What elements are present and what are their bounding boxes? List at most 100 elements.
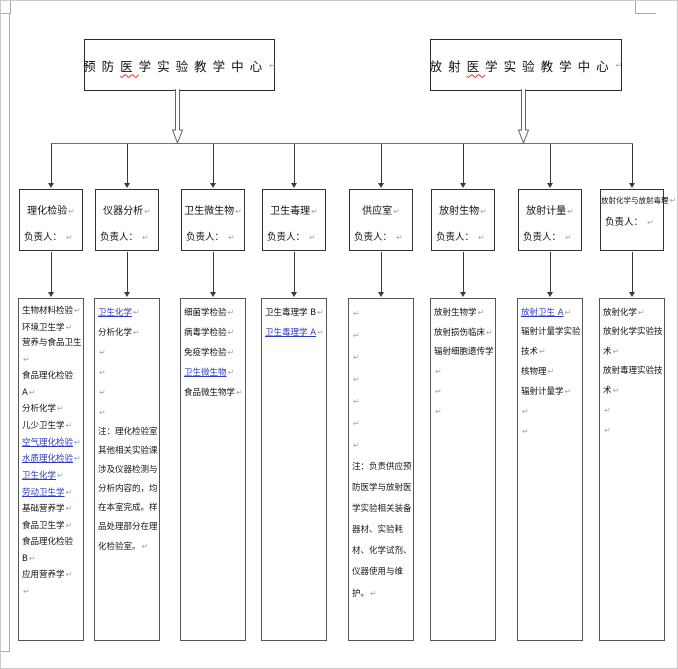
down-arrow-to-courses bbox=[290, 252, 299, 297]
course-lines: 生物材料检验↵环境卫生学↵营养与食品卫生↵食品理化检验 A↵分析化学↵儿少卫生学… bbox=[22, 303, 82, 601]
course-item: 食品微生物学↵ bbox=[184, 383, 244, 403]
course-label: 食品卫生学 bbox=[22, 521, 65, 532]
hollow-arrow-radiation bbox=[517, 89, 530, 144]
course-lines: 放射生物学↵放射损伤临床↵辐射细胞遗传学↵↵↵ bbox=[434, 303, 494, 422]
course-label: 食品理化检验 A bbox=[22, 370, 74, 398]
paragraph-mark: ↵ bbox=[317, 328, 324, 337]
course-item: 儿少卫生学↵ bbox=[22, 418, 82, 435]
page-boundary-mark-bottom-left-h bbox=[1, 651, 10, 652]
course-hyperlink[interactable]: 卫生微生物 bbox=[184, 368, 227, 378]
empty-line: ↵ bbox=[352, 435, 412, 457]
empty-line: ↵ bbox=[352, 413, 412, 435]
arrow-head-icon bbox=[378, 292, 384, 297]
arrow-head-icon bbox=[48, 183, 54, 188]
paragraph-mark: ↵ bbox=[227, 308, 235, 317]
course-label: 基础营养学 bbox=[22, 504, 65, 515]
paragraph-mark: ↵ bbox=[141, 542, 149, 551]
course-hyperlink[interactable]: 空气理化检验 bbox=[22, 437, 74, 448]
down-arrow-to-courses bbox=[377, 252, 386, 297]
paragraph-mark: ↵ bbox=[435, 387, 442, 396]
arrow-head-icon bbox=[629, 292, 635, 297]
paragraph-mark: ↵ bbox=[353, 375, 360, 384]
department-box: 理化检验↵ 负责人： ↵ bbox=[19, 189, 83, 251]
arrow-head-icon bbox=[291, 183, 297, 188]
course-item[interactable]: 卫生化学↵ bbox=[22, 468, 82, 485]
paragraph-mark: ↵ bbox=[604, 426, 611, 435]
paragraph-mark: ↵ bbox=[57, 471, 64, 481]
course-item[interactable]: 卫生毒理学 A↵ bbox=[265, 323, 325, 343]
arrow-shaft bbox=[463, 252, 464, 293]
paragraph-mark: ↵ bbox=[65, 322, 73, 332]
paragraph-mark: ↵ bbox=[353, 419, 360, 428]
course-lines: ↵↵↵↵↵↵↵注：负责供应预防医学与放射医学实验相关装备器材、实验耗材、化学试剂… bbox=[352, 303, 412, 605]
arrow-shaft bbox=[127, 252, 128, 293]
paragraph-mark: ↵ bbox=[669, 196, 677, 205]
department-title: 理化检验↵ bbox=[27, 206, 75, 217]
down-arrow-to-courses bbox=[628, 252, 637, 297]
down-arrow-to-department bbox=[290, 144, 299, 188]
down-arrow-to-courses bbox=[47, 252, 56, 297]
course-hyperlink[interactable]: 卫生化学 bbox=[22, 471, 57, 482]
course-label: 病毒学检验 bbox=[184, 328, 227, 338]
paragraph-mark: ↵ bbox=[66, 233, 73, 242]
department-box: 仪器分析↵ 负责人： ↵ bbox=[95, 189, 159, 251]
paragraph-mark: ↵ bbox=[133, 328, 140, 337]
course-list-box: 放射生物学↵放射损伤临床↵辐射细胞遗传学↵↵↵ bbox=[430, 298, 496, 641]
course-item[interactable]: 卫生微生物↵ bbox=[184, 363, 244, 383]
paragraph-mark: ↵ bbox=[393, 207, 400, 216]
arrow-shaft bbox=[127, 144, 128, 184]
course-hyperlink[interactable]: 卫生化学 bbox=[98, 308, 133, 318]
paragraph-mark: ↵ bbox=[28, 387, 36, 397]
course-item: 应用营养学↵ bbox=[22, 567, 82, 584]
department-box: 卫生毒理↵ 负责人： ↵ bbox=[262, 189, 326, 251]
course-item: 卫生毒理学 B↵ bbox=[265, 303, 325, 323]
course-hyperlink[interactable]: 水质理化检验 bbox=[22, 454, 74, 465]
paragraph-mark: ↵ bbox=[353, 397, 360, 406]
course-item[interactable]: 水质理化检验↵ bbox=[22, 451, 82, 468]
paragraph-mark: ↵ bbox=[478, 233, 485, 242]
course-label: 放射生物学 bbox=[434, 308, 477, 318]
paragraph-mark: ↵ bbox=[99, 368, 106, 377]
course-label: 食品理化检验 B bbox=[22, 536, 74, 564]
course-lines: 细菌学检验↵病毒学检验↵免疫学检验↵卫生微生物↵食品微生物学↵ bbox=[184, 303, 244, 403]
paragraph-mark: ↵ bbox=[144, 207, 151, 216]
empty-line: ↵ bbox=[98, 343, 158, 363]
course-list-box: 卫生毒理学 B↵卫生毒理学 A↵ bbox=[261, 298, 327, 641]
paragraph-mark: ↵ bbox=[370, 589, 377, 598]
paragraph-mark: ↵ bbox=[269, 60, 276, 70]
arrow-shaft bbox=[381, 144, 382, 184]
department-box: 放射计量↵ 负责人： ↵ bbox=[518, 189, 582, 251]
arrow-head-icon bbox=[378, 183, 384, 188]
arrow-shaft bbox=[294, 252, 295, 293]
arrow-head-icon bbox=[547, 183, 553, 188]
paragraph-mark: ↵ bbox=[142, 233, 149, 242]
arrow-shaft bbox=[294, 144, 295, 184]
course-label: 放射损伤临床 bbox=[434, 328, 486, 338]
arrow-head-icon bbox=[291, 292, 297, 297]
paragraph-mark: ↵ bbox=[539, 347, 546, 356]
paragraph-mark: ↵ bbox=[435, 407, 442, 416]
empty-line: ↵ bbox=[603, 401, 663, 421]
course-hyperlink[interactable]: 劳动卫生学 bbox=[22, 487, 65, 498]
department-box: 放射化学与放射毒理↵ 负责人： ↵ bbox=[600, 189, 676, 251]
course-hyperlink[interactable]: 卫生毒理学 A bbox=[265, 328, 317, 338]
center-title: 预防医学实验教学中心 bbox=[83, 58, 269, 74]
paragraph-mark: ↵ bbox=[227, 348, 235, 357]
course-item[interactable]: 卫生化学↵ bbox=[98, 303, 158, 323]
manager-label: 负责人： ↵ bbox=[523, 232, 572, 243]
arrow-head-icon bbox=[460, 183, 466, 188]
arrow-head-icon bbox=[210, 183, 216, 188]
course-item: 食品理化检验 A↵ bbox=[22, 369, 82, 401]
down-arrow-to-department bbox=[377, 144, 386, 188]
course-item[interactable]: 劳动卫生学↵ bbox=[22, 485, 82, 502]
course-item[interactable]: 空气理化检验↵ bbox=[22, 435, 82, 452]
course-list-box: ↵↵↵↵↵↵↵注：负责供应预防医学与放射医学实验相关装备器材、实验耗材、化学试剂… bbox=[348, 298, 414, 641]
hollow-arrow-preventive bbox=[171, 89, 184, 144]
course-hyperlink[interactable]: 放射卫生 A bbox=[521, 308, 564, 318]
course-lines: 放射化学↵放射化学实验技术↵放射毒理实验技术↵↵↵ bbox=[603, 303, 663, 441]
course-item[interactable]: 放射卫生 A↵ bbox=[521, 303, 581, 323]
paragraph-mark: ↵ bbox=[353, 331, 360, 340]
course-item: 免疫学检验↵ bbox=[184, 343, 244, 363]
manager-label: 负责人： ↵ bbox=[100, 232, 149, 243]
down-arrow-to-department bbox=[628, 144, 637, 188]
